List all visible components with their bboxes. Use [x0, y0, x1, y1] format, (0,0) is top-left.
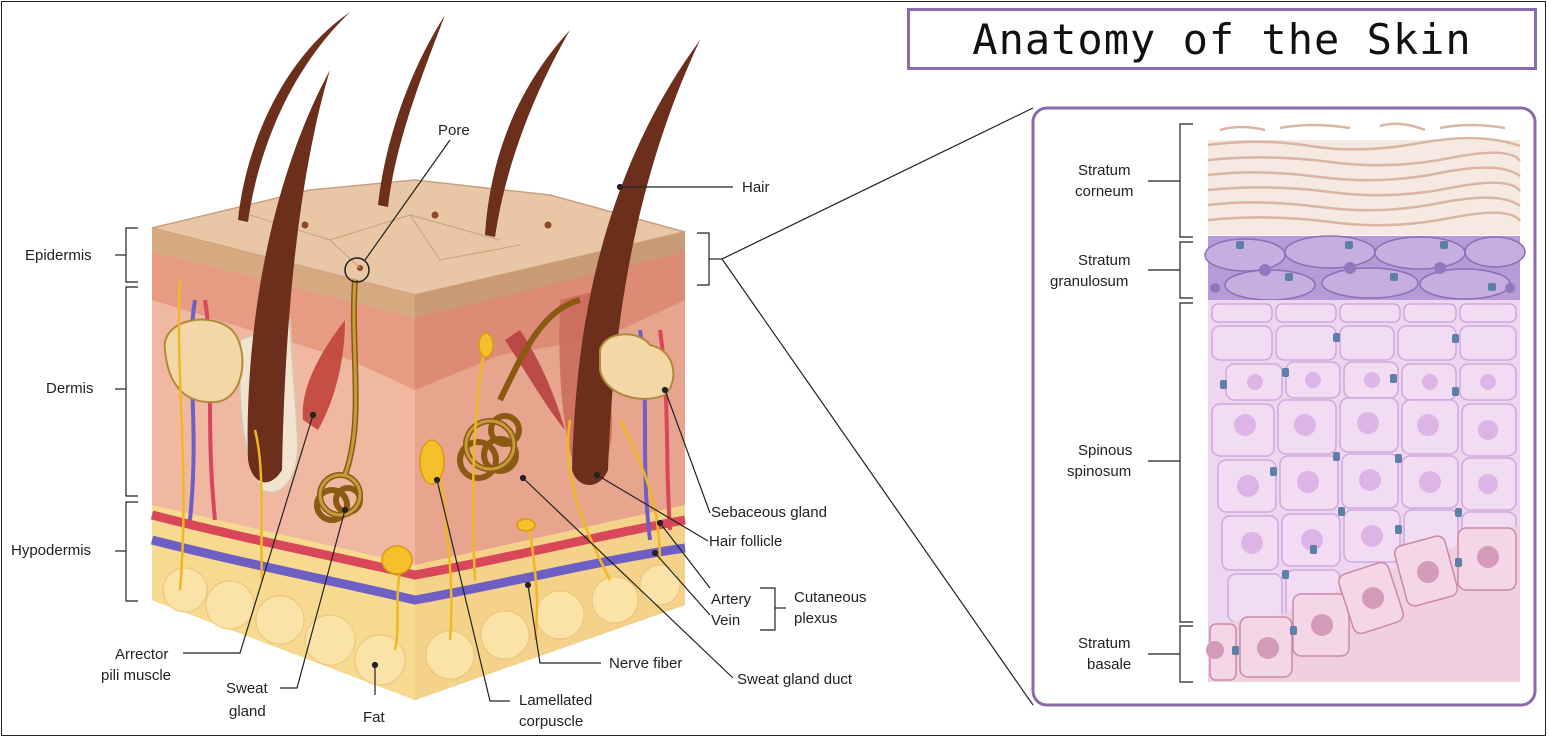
label-cutaneous-1: Cutaneous [794, 589, 867, 606]
label-sweat-gland-2: gland [229, 703, 266, 720]
label-dermis: Dermis [46, 380, 94, 397]
label-fat: Fat [363, 709, 386, 726]
stratum-granulosum-art [1204, 235, 1526, 301]
stratum-basale-art [1206, 525, 1520, 682]
label-epidermis: Epidermis [25, 247, 92, 264]
stratum-corneum-art [1207, 122, 1522, 235]
label-stratum-basale-1: Stratum [1078, 635, 1131, 652]
label-hair-follicle: Hair follicle [709, 533, 782, 550]
label-arrector-2: pili muscle [101, 667, 171, 684]
label-stratum-basale-2: basale [1087, 656, 1131, 673]
label-nerve-fiber: Nerve fiber [609, 655, 682, 672]
title-box: Anatomy of the Skin [907, 8, 1537, 70]
label-cutaneous-2: plexus [794, 610, 837, 627]
label-stratum-granulosum-2: granulosum [1050, 273, 1128, 290]
label-sweat-gland-duct: Sweat gland duct [737, 671, 853, 688]
label-lamellated-1: Lamellated [519, 692, 592, 709]
label-sweat-gland-1: Sweat [226, 680, 269, 697]
label-stratum-granulosum-1: Stratum [1078, 252, 1131, 269]
label-stratum-corneum-1: Stratum [1078, 162, 1131, 179]
label-hair: Hair [742, 179, 770, 196]
leader-lines [183, 107, 1034, 706]
label-stratum-spinosum-2: spinosum [1067, 463, 1131, 480]
label-stratum-corneum-2: corneum [1075, 183, 1133, 200]
label-lamellated-2: corpuscle [519, 713, 583, 730]
epidermis-zoom-panel [1031, 106, 1537, 707]
label-stratum-spinosum-1: Spinous [1078, 442, 1132, 459]
label-sebaceous-gland: Sebaceous gland [711, 504, 827, 521]
skin-block [150, 12, 700, 700]
label-artery: Artery [711, 591, 752, 608]
label-vein: Vein [711, 612, 740, 629]
label-arrector-1: Arrector [115, 646, 168, 663]
strata-brackets [1148, 123, 1193, 683]
layer-brackets [115, 227, 138, 602]
label-hypodermis: Hypodermis [11, 542, 91, 559]
label-pore: Pore [438, 122, 470, 139]
page-title: Anatomy of the Skin [972, 14, 1472, 64]
